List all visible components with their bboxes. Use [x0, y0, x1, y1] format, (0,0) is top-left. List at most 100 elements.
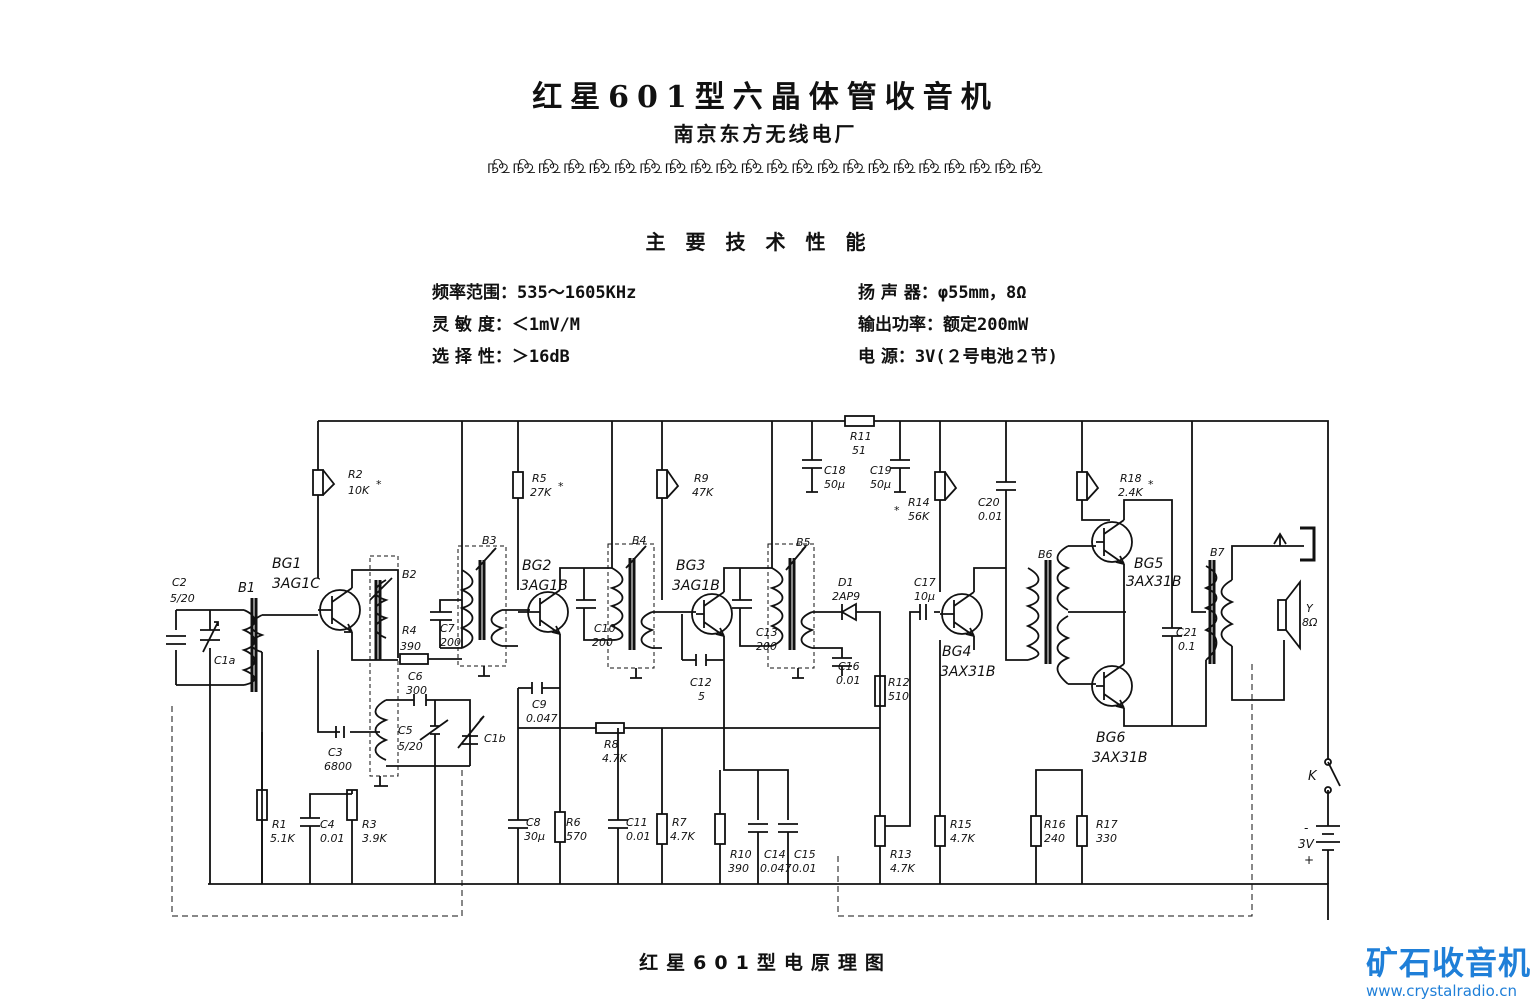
- r12-label: R12: [888, 676, 910, 689]
- r14-value: 56K: [908, 510, 930, 523]
- r2-star: *: [376, 478, 382, 491]
- r17-label: R17: [1096, 818, 1118, 831]
- c4-label: C4: [320, 818, 335, 831]
- c18-label: C18: [824, 464, 846, 477]
- spec-output-power: 输出功率：额定200mW: [858, 310, 1028, 335]
- c9-label: C9: [532, 698, 547, 711]
- d1-label: D1: [838, 576, 853, 589]
- r13-label: R13: [890, 848, 912, 861]
- spec-value: φ55mm，8Ω: [937, 283, 1027, 303]
- r15-label: R15: [950, 818, 972, 831]
- bg3-if-stage-2: [576, 421, 798, 884]
- battery-plus: +: [1304, 853, 1314, 867]
- c17-label: C17: [914, 576, 936, 589]
- r3-label: R3: [362, 818, 377, 831]
- bg4-label: BG4: [942, 644, 971, 660]
- b4-label: B4: [632, 534, 647, 547]
- r5-label: R5: [532, 472, 547, 485]
- r15-value: 4.7K: [950, 832, 975, 845]
- r8-label: R8: [604, 738, 619, 751]
- supply-rails: [208, 420, 1329, 920]
- bg1-type: 3AG1C: [272, 576, 320, 592]
- r12-value: 510: [888, 690, 909, 703]
- spec-label: 选 择 性：: [432, 347, 512, 367]
- tuning-gang-linkage: [171, 660, 1253, 917]
- r2-value: 10K: [348, 484, 370, 497]
- spec-label: 灵 敏 度：: [432, 315, 512, 335]
- c17-value: 10μ: [914, 590, 935, 603]
- specs-heading: 主要技术性能: [645, 230, 886, 254]
- spec-value: 3V(２号电池２节): [914, 347, 1058, 367]
- r14-label: R14: [908, 496, 930, 509]
- spec-value: 额定200mW: [943, 315, 1029, 335]
- spec-power-supply: 电 源：3V(２号电池２节): [858, 342, 1058, 367]
- r18-value: 2.4K: [1118, 486, 1143, 499]
- bg6-label: BG6: [1096, 730, 1125, 746]
- c13-label: C13: [756, 626, 778, 639]
- c15-value: 0.01: [792, 862, 817, 875]
- c13-value: 200: [756, 640, 777, 653]
- b5-detector-stage: [732, 421, 940, 884]
- c21-value: 0.1: [1178, 640, 1196, 653]
- r18-label: R18: [1120, 472, 1142, 485]
- bg2-if-stage-1: [430, 421, 880, 884]
- r18-star: *: [1148, 478, 1154, 491]
- b6-label: B6: [1038, 548, 1053, 561]
- decorative-ornament-row: ௺௺௺௺௺௺௺௺௺௺௺௺௺௺௺௺௺௺௺௺௺௺: [486, 154, 1045, 178]
- r5-star: *: [558, 480, 564, 493]
- antenna-input-stage: [166, 598, 318, 884]
- manufacturer-name: 南京东方无线电厂: [673, 122, 858, 146]
- b5-label: B5: [796, 536, 811, 549]
- c2-value: 5/20: [170, 592, 195, 605]
- bg1-label: BG1: [272, 556, 301, 572]
- r2-label: R2: [348, 468, 363, 481]
- spec-label: 输出功率：: [858, 315, 943, 335]
- r8-value: 4.7K: [602, 752, 627, 765]
- c8-label: C8: [526, 816, 541, 829]
- c14-value: 0.047: [760, 862, 792, 875]
- switch-and-battery: [1316, 758, 1341, 860]
- c4-value: 0.01: [320, 832, 345, 845]
- spec-speaker: 扬 声 器：φ55mm，8Ω: [858, 278, 1027, 303]
- r16-value: 240: [1044, 832, 1065, 845]
- c3-label: C3: [328, 746, 343, 759]
- r3-value: 3.9K: [362, 832, 387, 845]
- b7-output-and-speaker: [1203, 526, 1316, 701]
- r4-value: 390: [400, 640, 421, 653]
- c10-label: C10: [594, 622, 616, 635]
- c20-value: 0.01: [978, 510, 1003, 523]
- r16-label: R16: [1044, 818, 1066, 831]
- r17-value: 330: [1096, 832, 1117, 845]
- c15-label: C15: [794, 848, 816, 861]
- bg3-type: 3AG1B: [672, 578, 720, 594]
- bg4-type: 3AX31B: [940, 664, 996, 680]
- b6-driver-transformer: [1025, 545, 1126, 685]
- c16-label: C16: [838, 660, 860, 673]
- c16-value: 0.01: [836, 674, 861, 687]
- spec-label: 频率范围：: [432, 283, 517, 303]
- c19-value: 50μ: [870, 478, 891, 491]
- bg6-type: 3AX31B: [1092, 750, 1148, 766]
- spec-frequency-range: 频率范围：535～1605KHz: [432, 278, 636, 303]
- r4-label: R4: [402, 624, 417, 637]
- r14-star: *: [894, 504, 900, 517]
- battery-label: 3V: [1298, 837, 1315, 851]
- c11-value: 0.01: [626, 830, 651, 843]
- r1-label: R1: [272, 818, 287, 831]
- c9-value: 0.047: [526, 712, 558, 725]
- c11-label: C11: [626, 816, 648, 829]
- r6-label: R6: [566, 816, 581, 829]
- bg3-label: BG3: [676, 558, 705, 574]
- spec-label: 电 源：: [858, 347, 915, 367]
- c14-label: C14: [764, 848, 786, 861]
- diagram-caption: 红星601型电原理图: [639, 952, 892, 974]
- c8-value: 30μ: [524, 830, 545, 843]
- bg2-type: 3AG1B: [520, 578, 568, 594]
- r1-value: 5.1K: [270, 832, 295, 845]
- b1-label: B1: [238, 581, 255, 596]
- speaker-label: Y: [1306, 602, 1314, 615]
- c3-value: 6800: [324, 760, 352, 773]
- bg5-type: 3AX31B: [1126, 574, 1182, 590]
- c10-value: 200: [592, 636, 613, 649]
